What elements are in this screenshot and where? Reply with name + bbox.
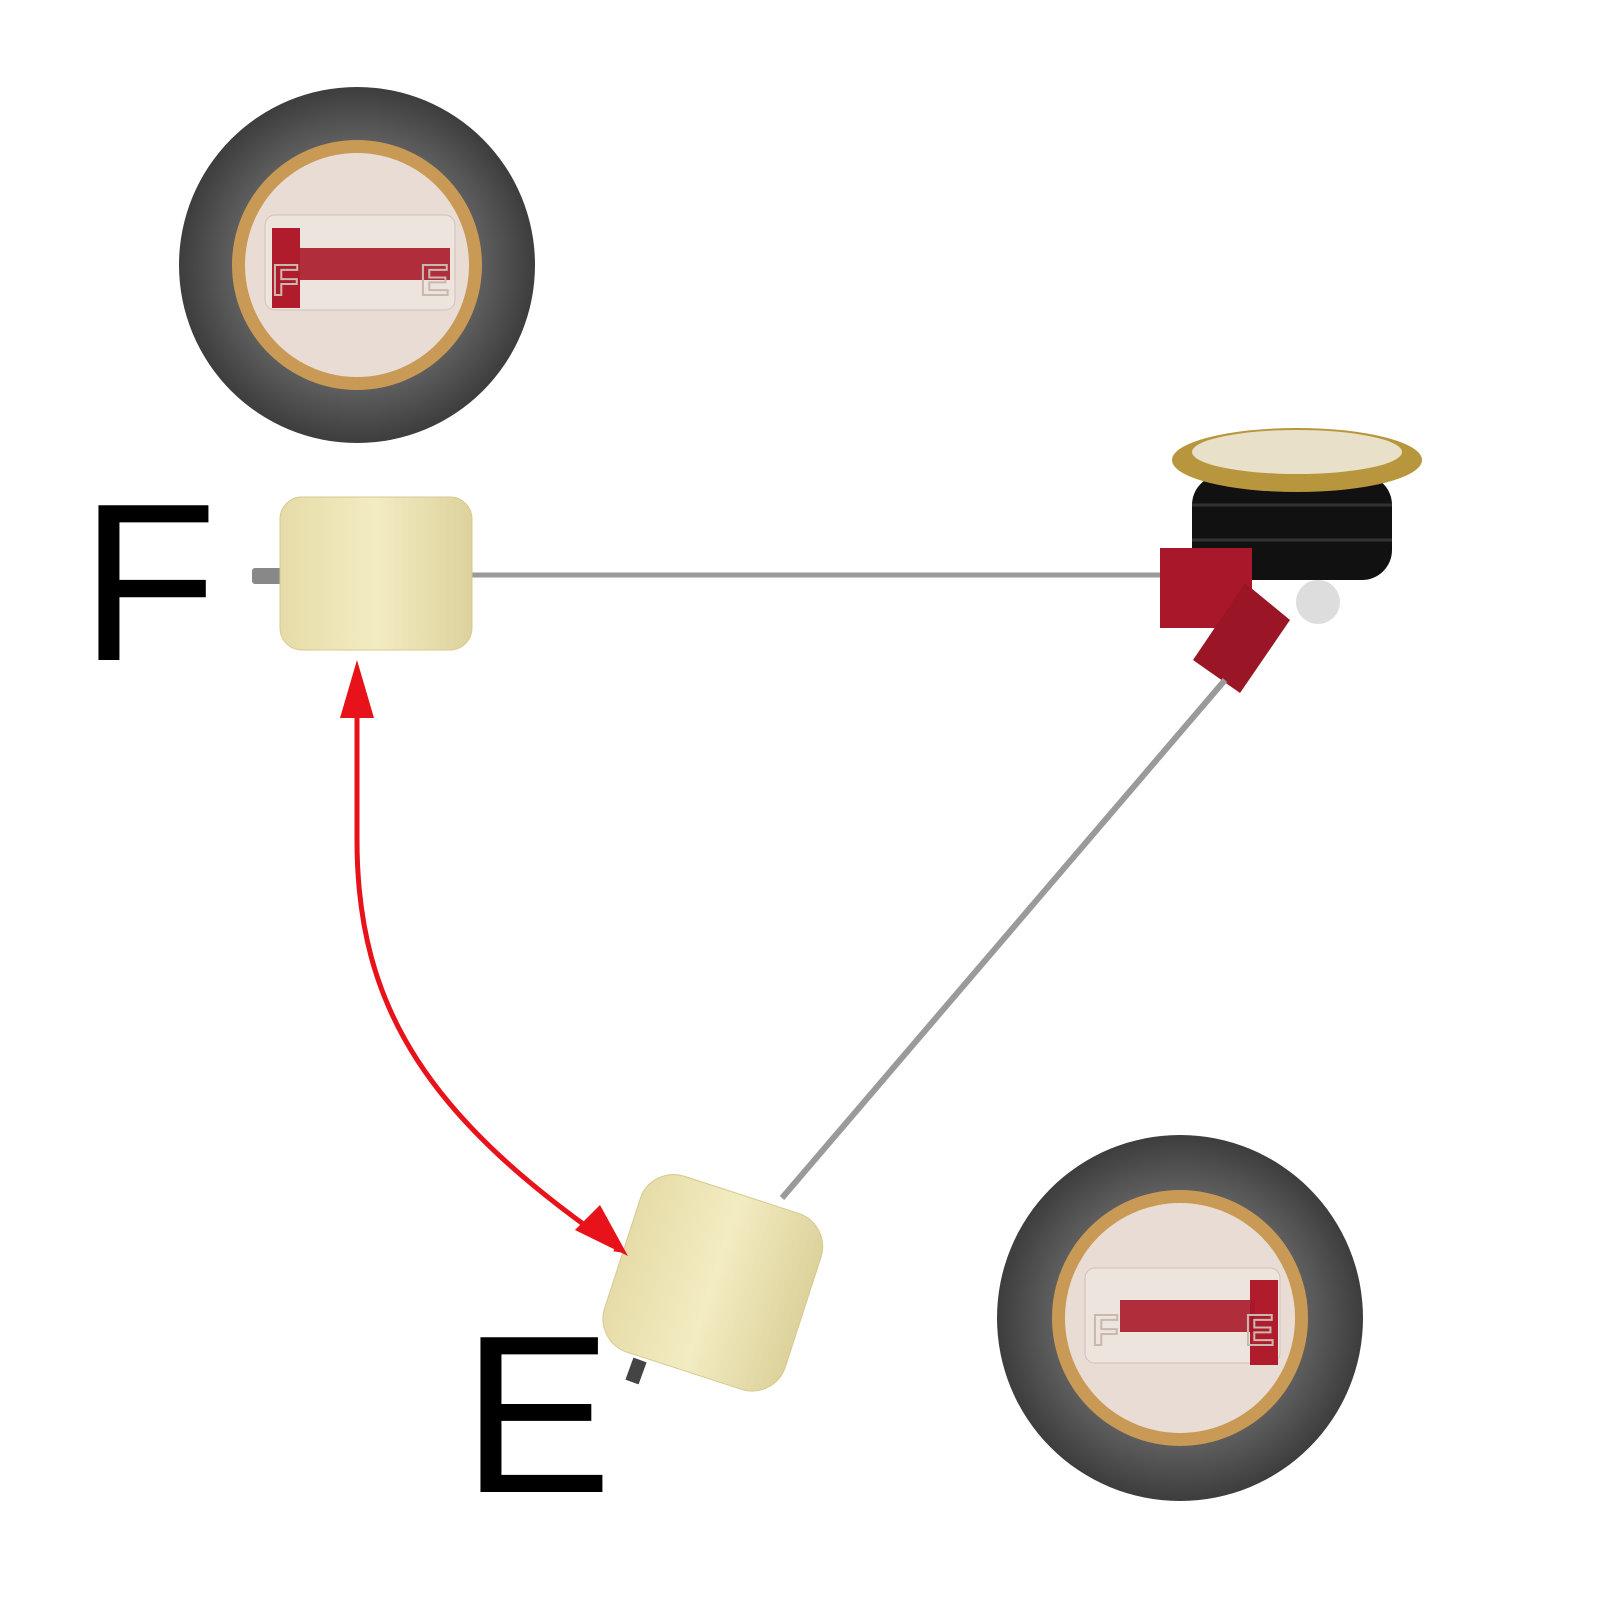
sender-head [1160,428,1422,693]
gauge-scale-e: E [420,256,449,305]
float-empty [602,1174,824,1392]
gauge-scale-f: F [272,256,299,305]
gauge-full: F E [179,87,535,443]
float-full [279,496,473,651]
label-full: F [80,456,218,708]
gauge-scale-e: E [1245,1306,1274,1355]
travel-arrow-icon [352,685,625,1253]
float-rod-empty [779,678,1228,1200]
gauge-pointer-icon [272,228,300,308]
gauge-scale-f: F [1092,1306,1119,1355]
gauge-empty: F E [997,1135,1363,1501]
label-empty: E [462,1288,613,1540]
